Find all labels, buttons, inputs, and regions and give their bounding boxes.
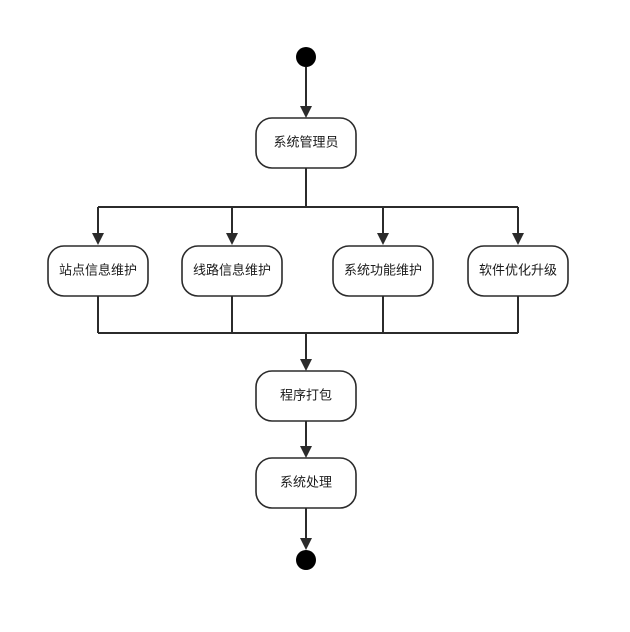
arrow-packaging — [300, 359, 312, 371]
start-node — [296, 47, 316, 67]
node-packaging: 程序打包 — [255, 370, 357, 422]
node-admin: 系统管理员 — [255, 117, 357, 169]
node-software-label: 软件优化升级 — [479, 264, 557, 279]
end-node — [296, 550, 316, 570]
edges — [92, 67, 524, 550]
node-packaging-label: 程序打包 — [280, 389, 332, 404]
node-route: 线路信息维护 — [181, 245, 283, 297]
arrow-station — [92, 233, 104, 245]
node-route-label: 线路信息维护 — [193, 263, 271, 279]
node-function: 系统功能维护 — [332, 245, 434, 297]
arrow-route — [226, 233, 238, 245]
node-admin-label: 系统管理员 — [273, 136, 338, 151]
node-processing-label: 系统处理 — [280, 476, 332, 491]
node-station-label: 站点信息维护 — [59, 263, 137, 279]
node-station: 站点信息维护 — [47, 245, 149, 297]
node-processing: 系统处理 — [255, 457, 357, 509]
arrow-function — [377, 233, 389, 245]
arrow-end — [300, 538, 312, 550]
node-software: 软件优化升级 — [467, 245, 569, 297]
arrow-software — [512, 233, 524, 245]
arrow-processing — [300, 446, 312, 458]
node-function-label: 系统功能维护 — [344, 264, 422, 279]
arrow-admin — [300, 106, 312, 118]
